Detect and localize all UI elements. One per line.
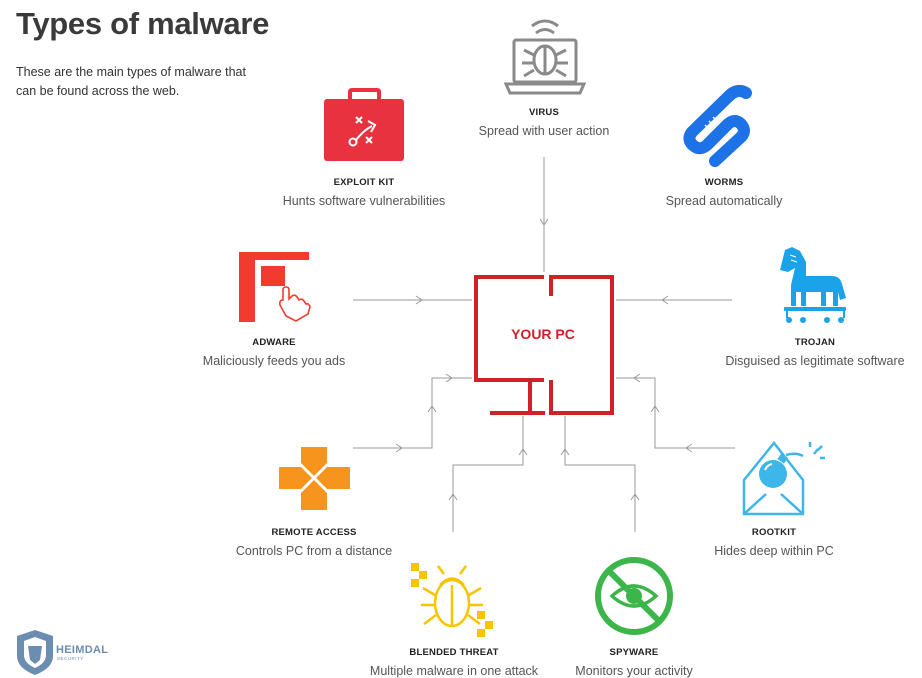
bomb-cap [777, 453, 788, 464]
toolkit-case-icon [324, 88, 404, 161]
arrow-adware [415, 295, 423, 305]
arrow-remote-3 [445, 373, 453, 383]
connector-rootkit [616, 377, 735, 449]
bug-icon [411, 563, 493, 637]
bomb-shine [764, 463, 773, 471]
arrow-trojan [661, 295, 669, 305]
blended-threat-name: BLENDED THREAT [409, 647, 499, 658]
arrow-spyware-2 [560, 448, 570, 456]
node-rootkit: ROOTKIT Hides deep within PC [659, 527, 889, 558]
exploit-kit-name: EXPLOIT KIT [333, 177, 395, 188]
node-remote-access: REMOTE ACCESS Controls PC from a distanc… [199, 527, 429, 558]
arrow-remote-2 [427, 405, 437, 413]
envelope-bomb-icon [742, 440, 825, 516]
rootkit-name: ROOTKIT [751, 527, 797, 538]
laptop-bug-icon [503, 19, 587, 95]
rootkit-desc: Hides deep within PC [714, 544, 834, 558]
page-subtitle: These are the main types of malware that… [16, 65, 246, 98]
exploit-kit-desc: Hunts software vulnerabilities [282, 194, 446, 208]
arrow-virus [539, 218, 549, 226]
heimdal-shield-logo [17, 630, 53, 675]
page-title: Types of malware [16, 6, 270, 41]
arrow-blended-1 [448, 493, 458, 501]
worm-icon [683, 84, 752, 167]
trojan-desc: Disguised as legitimate software [725, 354, 905, 368]
node-trojan: TROJAN Disguised as legitimate software [700, 337, 922, 368]
node-spyware: SPYWARE Monitors your activity [519, 647, 749, 678]
adware-name: ADWARE [252, 337, 296, 348]
node-virus: VIRUS Spread with user action [429, 107, 659, 138]
your-pc-label: YOUR PC [511, 326, 575, 342]
worms-desc: Spread automatically [665, 194, 783, 208]
arrow-spyware-1 [630, 493, 640, 501]
brand-sub: SECURITY [57, 656, 84, 661]
spyware-name: SPYWARE [609, 647, 659, 658]
adware-desc: Maliciously feeds you ads [202, 354, 346, 368]
eye-blocked-icon [595, 557, 673, 635]
node-adware: ADWARE Maliciously feeds you ads [159, 337, 389, 368]
bomb-body [759, 460, 787, 488]
remote-access-name: REMOTE ACCESS [271, 527, 357, 538]
connector-remote [353, 377, 472, 449]
ad-window-icon [239, 252, 311, 322]
brand-name: HEIMDAL [56, 644, 109, 656]
node-exploit-kit: EXPLOIT KIT Hunts software vulnerabiliti… [249, 177, 479, 208]
worms-name: WORMS [704, 177, 744, 188]
connectors [353, 157, 735, 532]
worm-mouth-detail [704, 116, 720, 132]
spyware-desc: Monitors your activity [575, 664, 693, 678]
trojan-name: TROJAN [794, 337, 836, 348]
virus-name: VIRUS [528, 107, 560, 118]
remote-access-desc: Controls PC from a distance [235, 544, 393, 558]
trojan-mane-detail [789, 254, 798, 263]
connector-blended [452, 416, 524, 532]
arrow-blended-2 [518, 448, 528, 456]
gamepad-cross-detail [296, 460, 332, 496]
arrow-remote-1 [395, 443, 403, 453]
arrow-rootkit-3 [633, 373, 641, 383]
trojan-horse-icon [780, 247, 846, 323]
arrow-rootkit-2 [650, 405, 660, 413]
arrow-rootkit-1 [685, 443, 693, 453]
connector-spyware [564, 416, 636, 532]
node-worms: WORMS Spread automatically [609, 177, 839, 208]
virus-desc: Spread with user action [478, 124, 610, 138]
pc-icon [474, 275, 614, 415]
